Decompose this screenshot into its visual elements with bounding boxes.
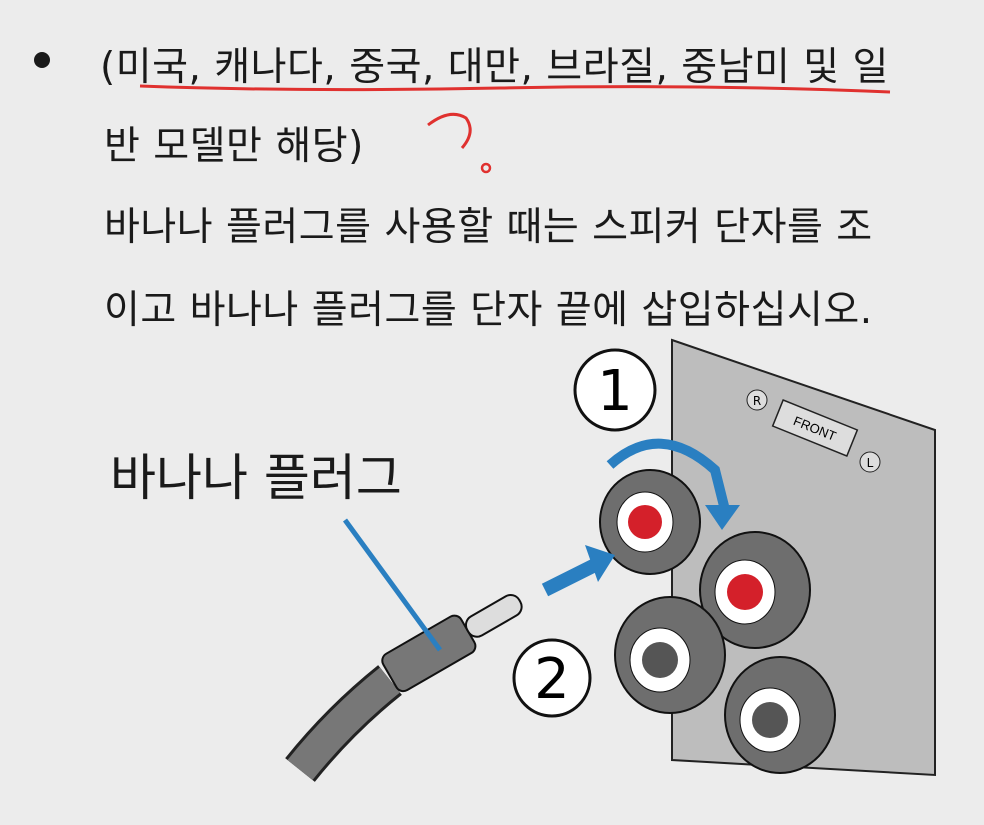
terminal-red-2 bbox=[699, 531, 811, 649]
red-underline bbox=[139, 84, 891, 94]
scope-text-line2: 반 모델만 해당) bbox=[104, 124, 364, 169]
instruction-text-line1: 바나나 플러그를 사용할 때는 스피커 단자를 조 bbox=[104, 205, 873, 250]
step-1-number: 1 bbox=[597, 359, 633, 424]
banana-plug bbox=[381, 594, 523, 693]
scope-text-line1: (미국, 캐나다, 중국, 대만, 브라질, 중남미 및 일 bbox=[100, 45, 889, 90]
rotate-arrow bbox=[606, 438, 730, 512]
step-2-number: 2 bbox=[534, 647, 570, 712]
terminal-black-2 bbox=[724, 656, 836, 774]
red-question-mark bbox=[427, 112, 472, 149]
left-mark: L bbox=[867, 456, 874, 470]
terminal-black-1 bbox=[614, 596, 726, 714]
plug-pointer-line bbox=[342, 518, 443, 652]
bullet-icon bbox=[34, 52, 50, 68]
banana-plug-label: 바나나 플러그 bbox=[110, 449, 402, 507]
instruction-text-line2: 이고 바나나 플러그를 단자 끝에 삽입하십시오. bbox=[104, 288, 873, 333]
insert-arrow bbox=[541, 558, 599, 597]
terminal-red-1 bbox=[599, 469, 701, 575]
right-mark: R bbox=[753, 394, 761, 408]
